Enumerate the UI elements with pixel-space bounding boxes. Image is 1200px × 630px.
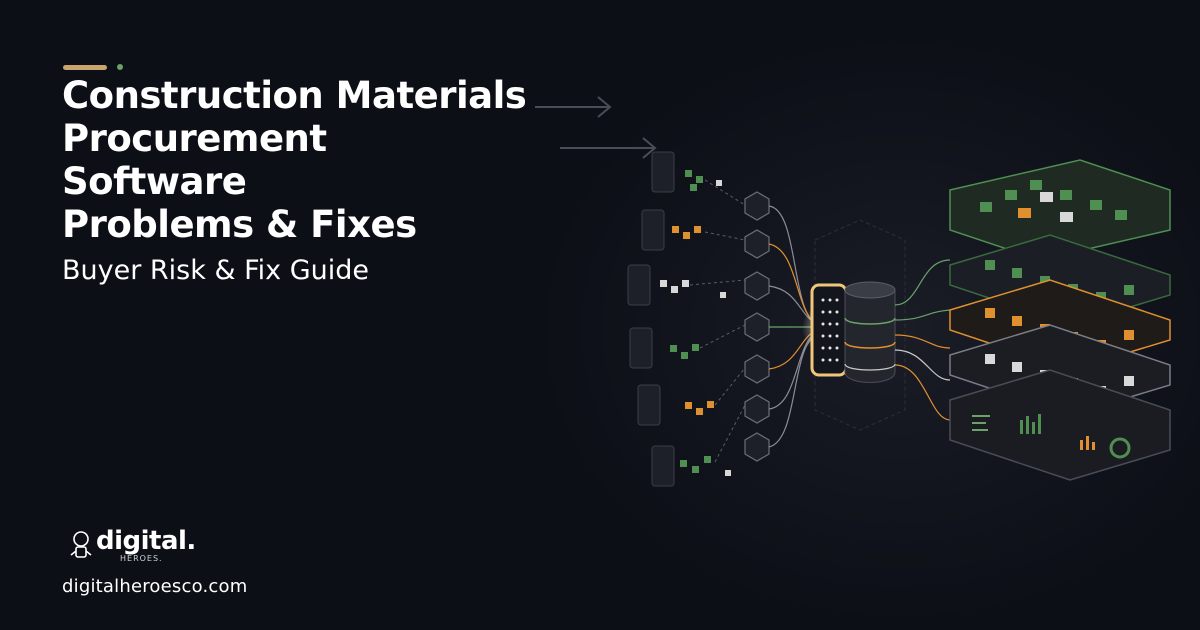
- document-cards: [627, 151, 675, 487]
- page-title: Construction Materials Procurement Softw…: [62, 74, 527, 246]
- website-url[interactable]: digitalheroesco.com: [62, 576, 248, 597]
- platform-layer-dashboard: [949, 369, 1171, 481]
- platform-layer-top: [949, 159, 1171, 261]
- frame-outline: [814, 219, 906, 431]
- title-line-1: Construction Materials: [62, 74, 527, 117]
- accent-dot: [117, 64, 123, 70]
- arrow-icon: [560, 137, 657, 159]
- layer-connectors: [894, 259, 951, 421]
- cube-cluster-orange: [672, 226, 714, 415]
- cube-cluster-green: [670, 170, 711, 473]
- flow-lines: [689, 179, 746, 463]
- title-line-3: Software: [62, 160, 247, 203]
- logo-word: digital.: [96, 526, 196, 556]
- gateway-panel-icon: [810, 283, 848, 377]
- title-line-2: Procurement: [62, 117, 327, 160]
- page-subtitle: Buyer Risk & Fix Guide: [62, 255, 370, 286]
- title-accent: [63, 64, 123, 70]
- database-stack-icon: [844, 281, 896, 383]
- accent-bar: [63, 64, 107, 70]
- title-line-4: Problems & Fixes: [62, 203, 417, 246]
- astronaut-hero-icon: [70, 530, 92, 558]
- hex-nodes: [744, 191, 770, 462]
- cube-cluster-white: [660, 180, 731, 476]
- logo-sub: HEROES.: [120, 554, 163, 563]
- brand-logo[interactable]: digital. HEROES.: [70, 528, 196, 563]
- arrow-icon: [535, 96, 612, 118]
- data-pipeline-illustration: [535, 96, 1171, 487]
